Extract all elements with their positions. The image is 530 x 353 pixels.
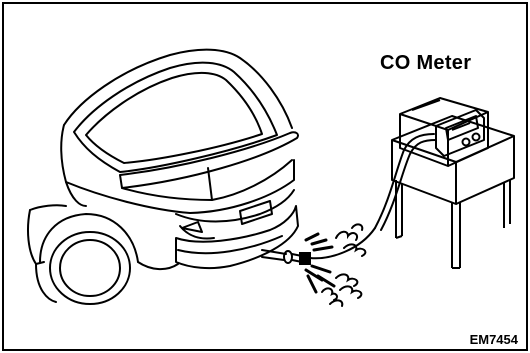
sample-hose-icon — [375, 134, 436, 230]
car-rear-icon — [28, 50, 298, 304]
co-meter-label: CO Meter — [380, 52, 471, 75]
figure-code: EM7454 — [470, 332, 518, 347]
exhaust-smoke-icon — [306, 224, 365, 306]
